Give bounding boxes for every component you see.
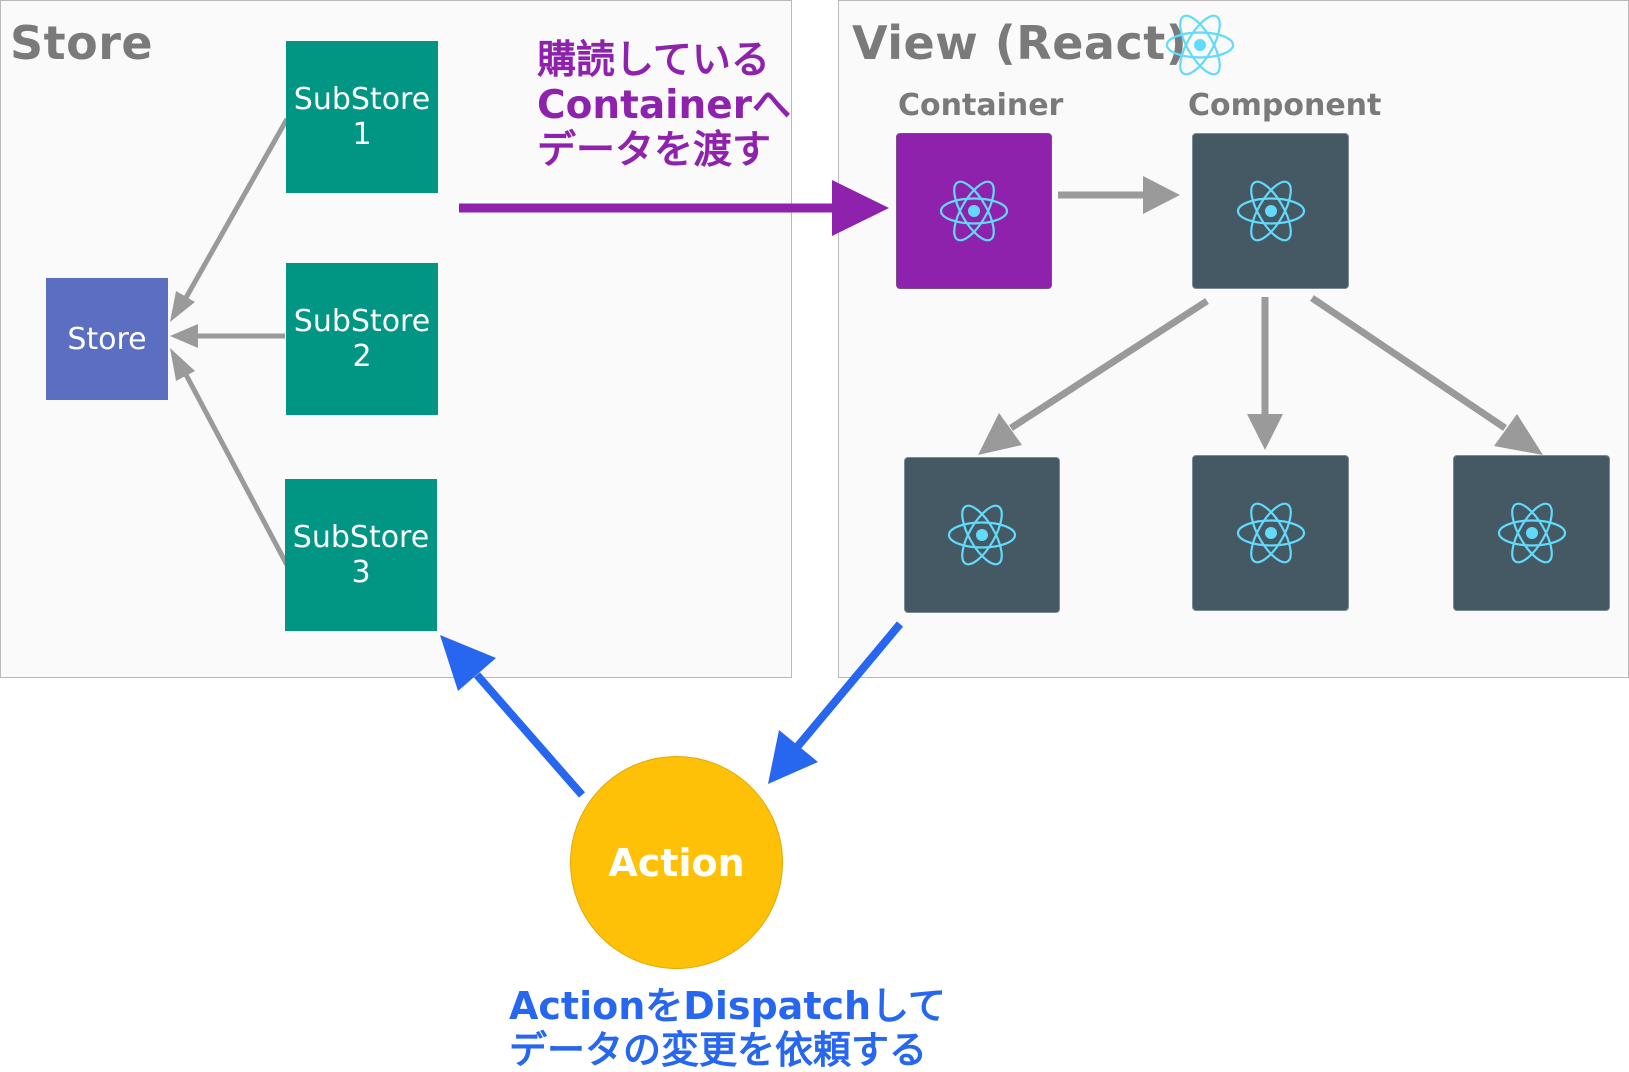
substore-2-number: 2	[352, 339, 372, 374]
substore-3-box: SubStore 3	[285, 479, 437, 631]
substore-1-number: 1	[352, 117, 372, 152]
store-box: Store	[46, 278, 168, 400]
component-root-box	[1192, 133, 1349, 289]
react-atom-icon	[947, 504, 1017, 566]
arrowhead-substore1-to-store	[170, 291, 195, 322]
arrowhead-substore2-to-store	[170, 324, 198, 348]
subscribe-label: 購読している Containerへ データを渡す	[537, 38, 791, 173]
component-child-2-box	[1192, 455, 1349, 611]
action-label: Action	[608, 840, 745, 885]
react-logo-icon	[1165, 14, 1235, 76]
substore-2-name: SubStore	[293, 304, 431, 339]
store-box-label: Store	[67, 321, 147, 357]
dispatch-arrows	[440, 621, 904, 798]
react-atom-icon	[1236, 502, 1305, 564]
subscribe-label-line3: データを渡す	[537, 128, 772, 173]
container-column-label: Container	[898, 88, 1064, 123]
action-circle: Action	[570, 756, 783, 969]
substore-2-box: SubStore 2	[286, 263, 438, 415]
substore-1-name: SubStore	[293, 82, 431, 117]
component-column-label: Component	[1188, 88, 1382, 123]
subscribe-label-line2: Containerへ	[537, 83, 791, 128]
substore-3-number: 3	[351, 555, 371, 590]
view-panel-title: View (React)	[852, 16, 1188, 70]
arrow-substore1-to-store	[180, 117, 290, 305]
react-atom-icon	[939, 180, 1009, 242]
component-child-1-box	[904, 457, 1060, 613]
substore-1-box: SubStore 1	[286, 41, 438, 193]
subscribe-arrow	[459, 180, 889, 236]
subscribe-label-line1: 購読している	[537, 38, 770, 83]
action-caption-line1: ActionをDispatchして	[509, 984, 946, 1028]
react-atom-icon	[1236, 180, 1305, 242]
arrowhead-substore3-to-store	[170, 348, 195, 381]
arrow-component-to-action	[794, 621, 904, 749]
component-child-3-box	[1453, 455, 1610, 611]
react-atom-icon	[1497, 502, 1566, 564]
container-box	[896, 133, 1052, 289]
substore-3-name: SubStore	[292, 520, 430, 555]
view-inner-arrows	[978, 176, 1543, 455]
arrow-action-to-substore3	[473, 672, 586, 798]
store-panel-title: Store	[10, 16, 154, 70]
action-caption: ActionをDispatchして データの変更を依頼する	[509, 984, 946, 1072]
store-inner-arrows	[170, 117, 290, 567]
arrow-component-to-child1	[1009, 298, 1209, 431]
arrow-component-to-child3	[1310, 295, 1507, 431]
action-caption-line2: データの変更を依頼する	[509, 1028, 928, 1072]
arrow-substore3-to-store	[180, 367, 290, 567]
